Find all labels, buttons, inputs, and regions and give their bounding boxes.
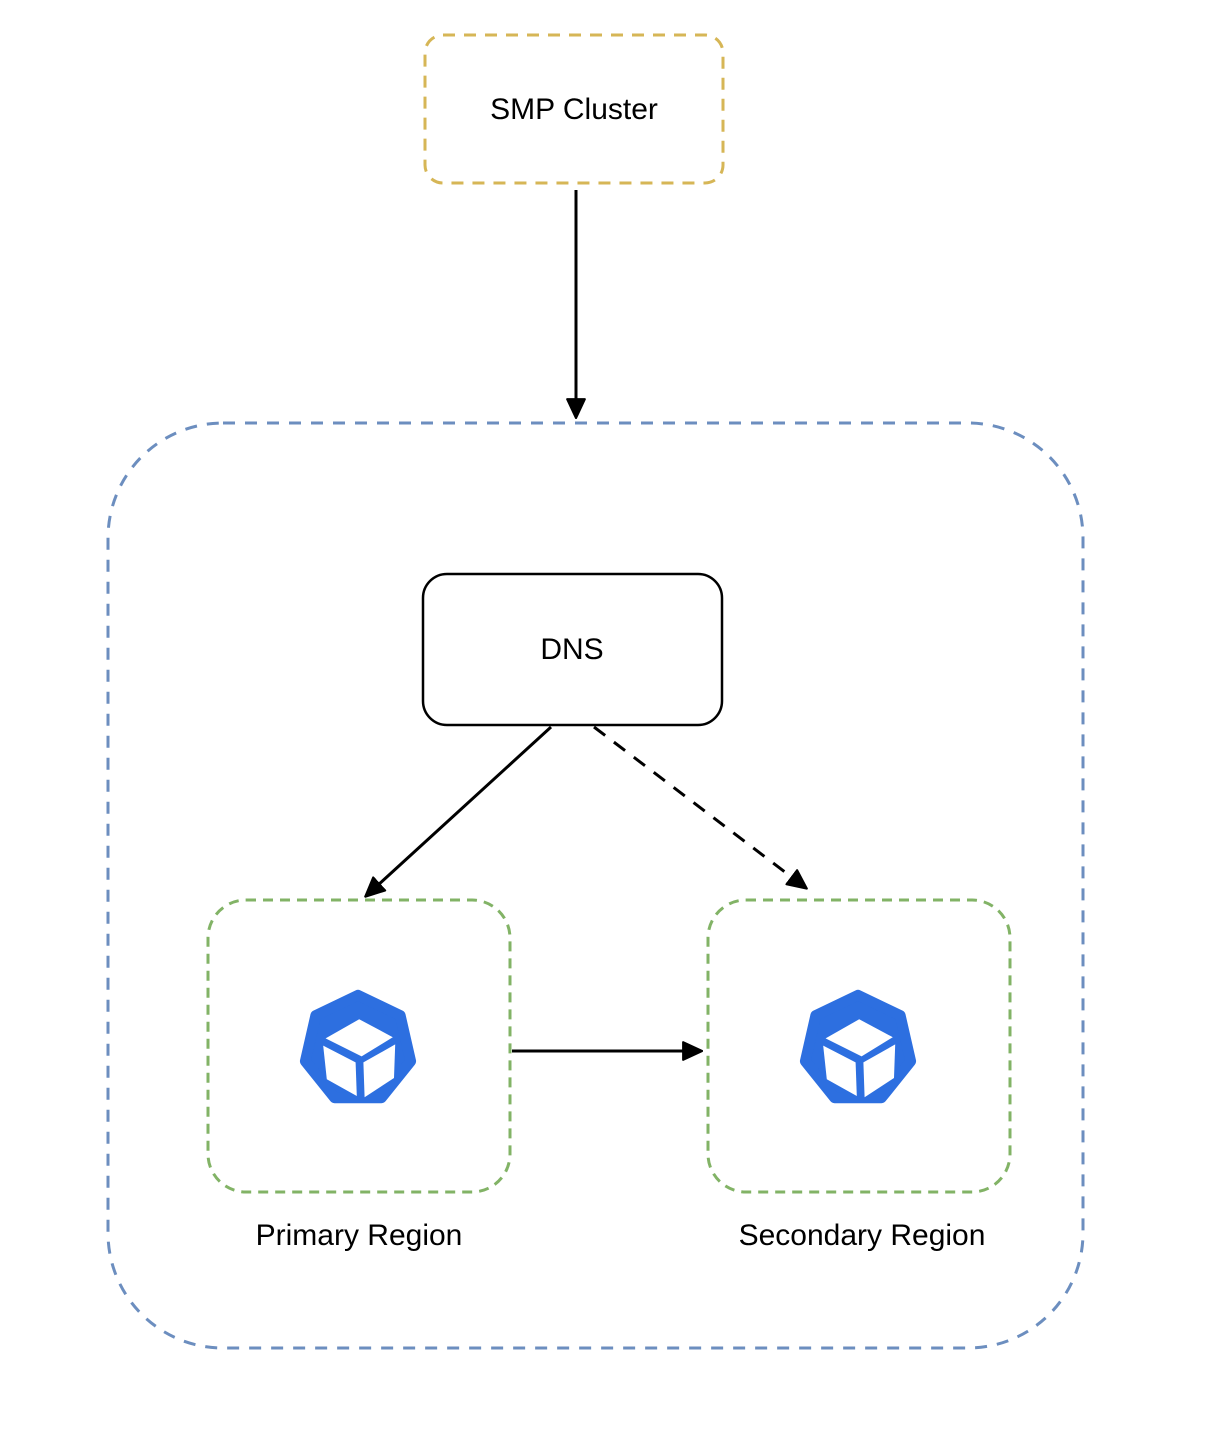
secondary-cluster-icon	[805, 995, 910, 1098]
dns-label: DNS	[540, 633, 604, 666]
main-container-box	[106, 421, 1085, 1350]
diagram-arrows	[364, 190, 808, 1061]
primary-region-label: Primary Region	[255, 1219, 463, 1252]
smp-cluster-node	[423, 33, 725, 185]
primary-cluster-icon	[305, 995, 410, 1098]
secondary-region-label: Secondary Region	[738, 1219, 986, 1252]
arrow-dns-to-secondary-dashed	[593, 725, 808, 890]
dns-node	[421, 572, 724, 727]
arrow-dns-to-primary	[364, 725, 553, 898]
smp-cluster-label: SMP Cluster	[490, 93, 658, 126]
